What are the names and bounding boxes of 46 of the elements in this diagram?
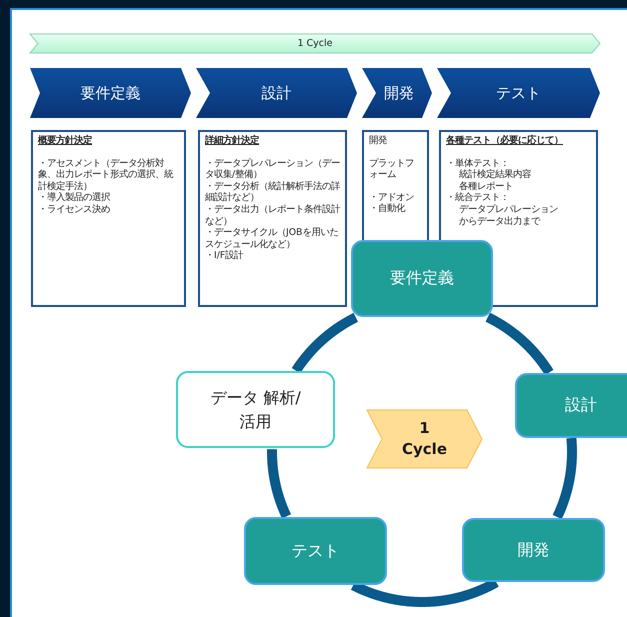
phase-node [351, 240, 493, 317]
node-label: 1 Cycle [401, 418, 448, 460]
box-heading: 概要方針決定 [38, 135, 93, 147]
node-label: 開発 [518, 540, 550, 560]
node-label: テスト [496, 84, 541, 102]
phase-node [244, 517, 387, 585]
node-label: テスト [292, 540, 340, 562]
node-label: 要件定義 [390, 268, 454, 289]
phase-node [176, 371, 335, 448]
box-text: ・統合テスト： [446, 192, 510, 204]
box-text: 各種レポート [458, 180, 514, 192]
node-label: 1 Cycle [297, 37, 333, 51]
box-text: ・データ分析（統計解析手法の詳細設計など） [205, 180, 340, 204]
box-text: プラットフォーム [369, 158, 415, 181]
node-label: 要件定義 [80, 84, 140, 102]
box-text: ・データプレパレーション（データ収集/整備） [205, 158, 340, 181]
box-text: ・データサイクル（JOBを用いたスケジュール化など） [205, 227, 340, 250]
box-text: ・ライセンス決め [38, 204, 111, 216]
node-label: 設計 [565, 395, 597, 416]
box-text: データプレパレーション [458, 204, 559, 216]
phase-header [437, 68, 600, 118]
box-text: ・アドオン [369, 192, 415, 203]
box-text: ・導入製品の選択 [38, 192, 111, 204]
phase-header [30, 68, 191, 118]
node-label: 設計 [262, 84, 292, 102]
box-text: ・I/F設計 [205, 250, 244, 262]
phase-node [515, 373, 627, 438]
box-text: 統計検定結果内容 [458, 169, 532, 181]
phase-node [462, 518, 605, 582]
cycle-label-badge [367, 410, 482, 468]
box-heading: 各種テスト（必要に応じて） [446, 135, 564, 147]
phase-header [362, 68, 432, 118]
cycle-banner [30, 34, 600, 53]
box-text: ・単体テスト： [446, 158, 510, 169]
description-box [31, 130, 186, 307]
box-heading: 開発 [369, 135, 388, 147]
box-text: ・アセスメント（データ分析対象、出力レポート形式の選択、統計検定手法） [38, 158, 174, 192]
node-label: 開発 [384, 84, 414, 102]
description-box [198, 130, 347, 307]
phase-header [196, 68, 357, 118]
box-heading: 詳細方針決定 [205, 135, 260, 147]
box-text: ・自動化 [369, 203, 406, 215]
description-box [362, 130, 429, 240]
node-label: データ 解析/活用 [209, 387, 302, 432]
box-text: からデータ出力まで [458, 216, 542, 228]
box-text: ・データ出力（レポート条件設計など） [205, 204, 340, 228]
